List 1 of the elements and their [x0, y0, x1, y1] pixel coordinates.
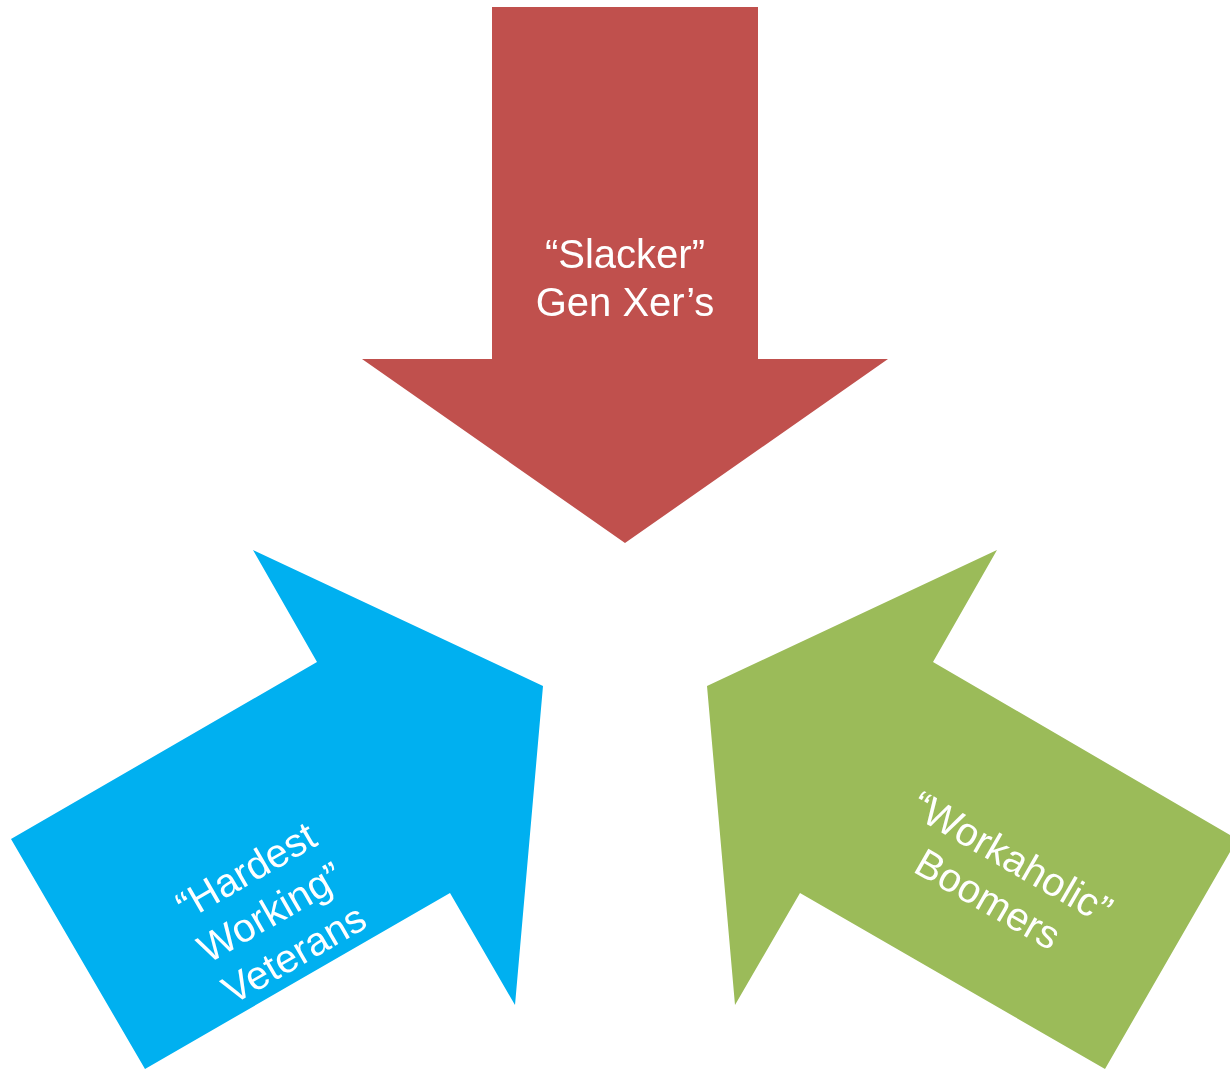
arrow-label: “Slacker” Gen Xer’s	[534, 231, 716, 326]
